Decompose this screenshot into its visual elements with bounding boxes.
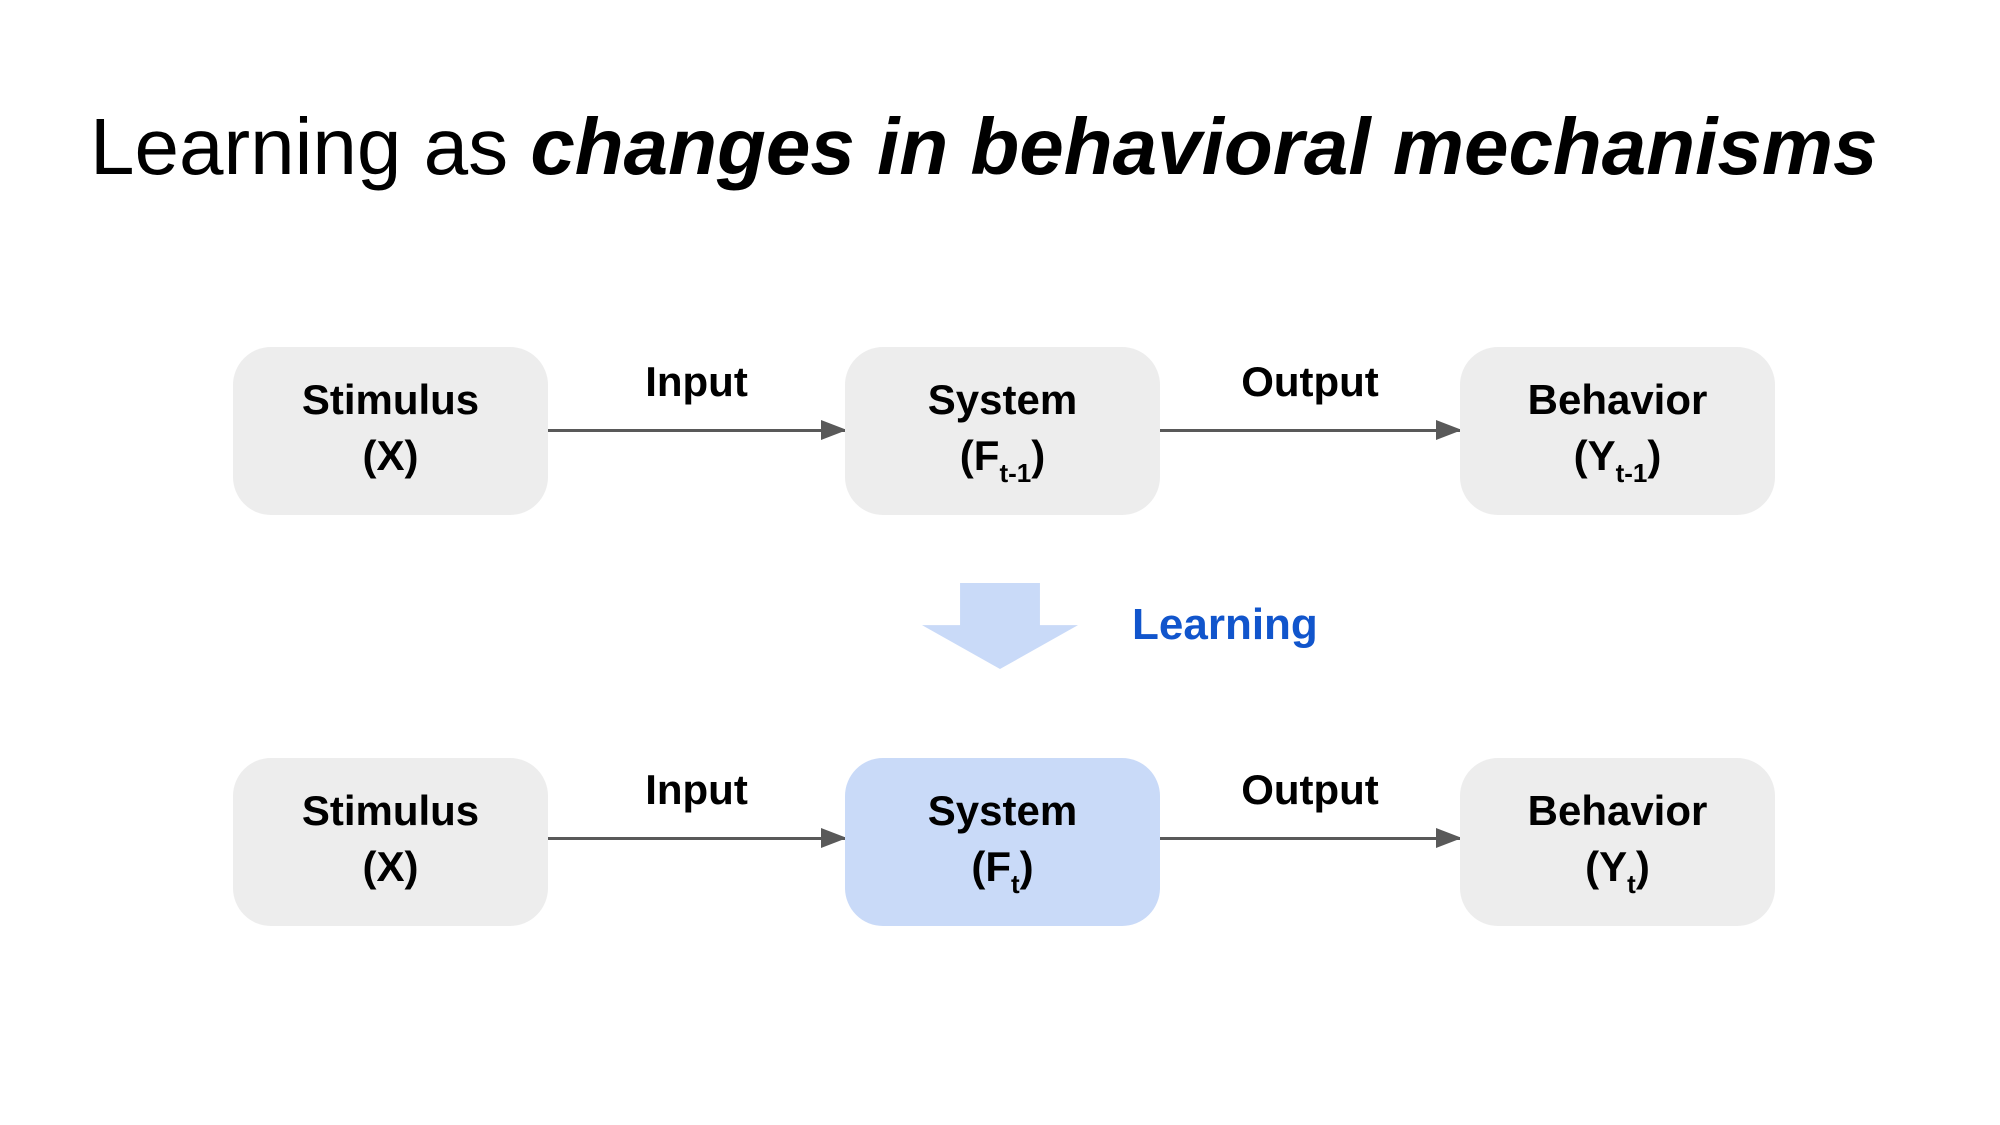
input-label-before: Input [645, 358, 748, 405]
output-label-after: Output [1241, 766, 1379, 813]
stimulus-box-after-line2: (X) [362, 842, 419, 890]
input-arrowhead-after-icon [821, 828, 847, 848]
system-box-before: System (Ft-1) [845, 347, 1160, 515]
output-label-before: Output [1241, 358, 1379, 405]
output-arrowhead-after-icon [1436, 828, 1462, 848]
behavior-box-after-line1: Behavior [1527, 786, 1708, 834]
input-arrow-before [548, 420, 847, 440]
slide-title-emphasis: changes in behavioral mechanisms [530, 102, 1878, 191]
system-box-after-line1: System [927, 786, 1078, 834]
behavior-box-before: Behavior (Yt-1) [1460, 347, 1775, 515]
learning-label: Learning [1132, 600, 1318, 649]
behavior-box-before-line2: (Yt-1) [1573, 431, 1662, 488]
input-label-after: Input [645, 766, 748, 813]
system-box-before-line2: (Ft-1) [959, 431, 1046, 488]
behavior-box-before-line1: Behavior [1527, 375, 1708, 423]
system-box-before-line1: System [927, 375, 1078, 423]
input-arrowhead-icon [821, 420, 847, 440]
system-box-after-line2: (Ft) [971, 842, 1034, 899]
stimulus-box-before: Stimulus (X) [233, 347, 548, 515]
learning-down-arrow-icon [922, 583, 1078, 669]
output-arrowhead-icon [1436, 420, 1462, 440]
output-arrow-before [1160, 420, 1462, 440]
system-after-subscript: t [1010, 868, 1020, 899]
behavior-box-after: Behavior (Yt) [1460, 758, 1775, 926]
slide-title: Learning as changes in behavioral mechan… [90, 103, 1878, 191]
system-box-after: System (Ft) [845, 758, 1160, 926]
system-before-subscript: t-1 [999, 457, 1032, 488]
behavior-before-subscript: t-1 [1615, 457, 1648, 488]
stimulus-box-before-line1: Stimulus [301, 375, 480, 423]
behavior-box-after-line2: (Yt) [1585, 842, 1650, 899]
slide-title-prefix: Learning as [90, 102, 531, 191]
input-arrow-after [548, 828, 847, 848]
stimulus-box-before-line2: (X) [362, 431, 419, 479]
stimulus-box-after-line1: Stimulus [301, 786, 480, 834]
stimulus-box-after: Stimulus (X) [233, 758, 548, 926]
output-arrow-after [1160, 828, 1462, 848]
behavior-after-subscript: t [1627, 868, 1636, 899]
